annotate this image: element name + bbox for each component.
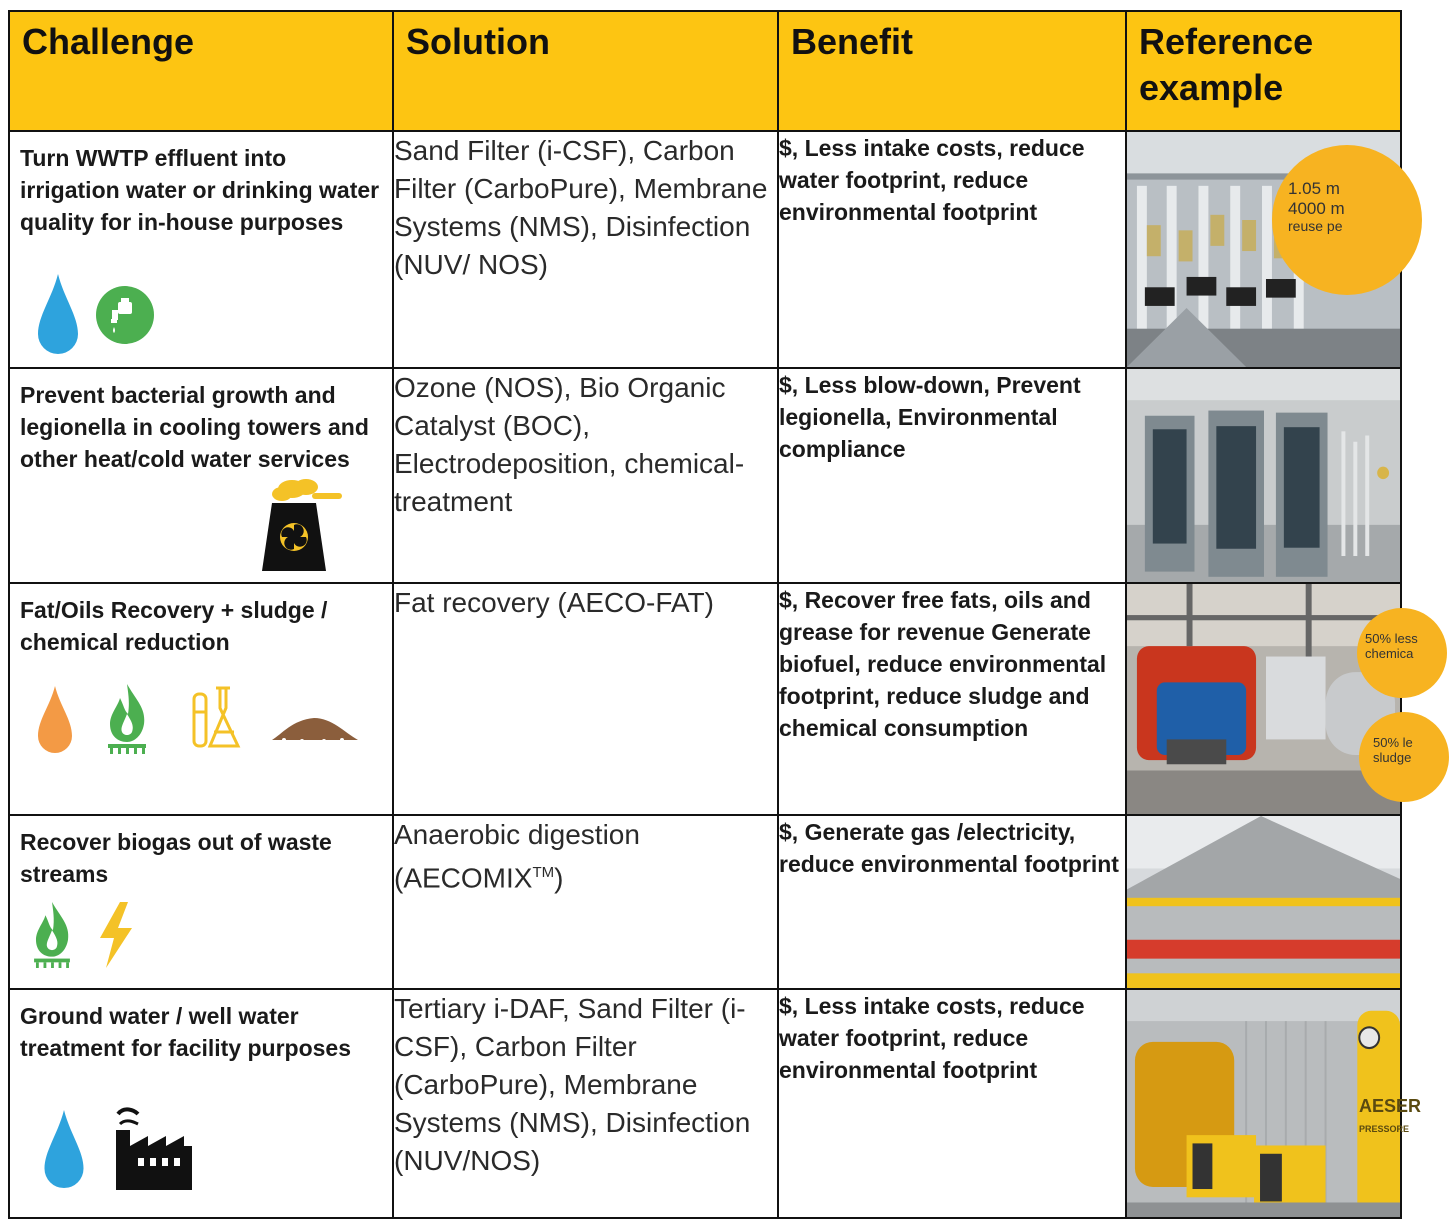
boiler-room-photo xyxy=(1127,584,1400,814)
reference-cell: 1.05 m 4000 m reuse pe xyxy=(1125,130,1422,369)
oil-drop-icon xyxy=(38,686,72,753)
sludge-reduction-badge: 50% le sludge xyxy=(1359,712,1449,802)
benefit-cell: $, Less intake costs, reduce water footp… xyxy=(777,988,1127,1219)
solution-cell: Fat recovery (AECO-FAT) xyxy=(392,582,779,816)
benefit-cell: $, Less intake costs, reduce water footp… xyxy=(777,130,1127,369)
reference-cell: 50% less chemica 50% le sludge xyxy=(1125,582,1449,816)
challenge-text: Turn WWTP effluent into irrigation water… xyxy=(20,145,380,235)
solutions-table: Challenge Solution Benefit Reference exa… xyxy=(8,10,1449,1219)
challenge-cell: Ground water / well water treatment for … xyxy=(8,988,394,1219)
table-row: Recover biogas out of waste streams Anae… xyxy=(8,814,1402,990)
gas-flame-icon xyxy=(34,902,70,968)
compressor-brand-text: AESER PRESSORE xyxy=(1359,1096,1422,1134)
header-reference: Reference example xyxy=(1125,10,1402,132)
header-row: Challenge Solution Benefit Reference exa… xyxy=(8,10,1402,132)
solution-cell: Anaerobic digestion (AECOMIXTM) xyxy=(392,814,779,990)
table-row: Fat/Oils Recovery + sludge / chemical re… xyxy=(8,582,1449,816)
ozone-units-photo xyxy=(1127,369,1400,582)
solution-cell: Tertiary i-DAF, Sand Filter (i-CSF), Car… xyxy=(392,988,779,1219)
water-drop-icon xyxy=(38,274,78,354)
challenge-text: Fat/Oils Recovery + sludge / chemical re… xyxy=(20,597,328,655)
challenge-cell: Recover biogas out of waste streams xyxy=(8,814,394,990)
water-drop-icon xyxy=(44,1110,84,1189)
challenge-text: Ground water / well water treatment for … xyxy=(20,1003,352,1061)
solution-cell: Ozone (NOS), Bio Organic Catalyst (BOC),… xyxy=(392,367,779,584)
digester-tank-photo xyxy=(1127,816,1400,988)
header-challenge: Challenge xyxy=(8,10,394,132)
container-plant-photo xyxy=(1127,990,1400,1217)
table-row: Turn WWTP effluent into irrigation water… xyxy=(8,130,1422,369)
cooling-tower-icon xyxy=(262,479,342,571)
table-row: Prevent bacterial growth and legionella … xyxy=(8,367,1402,584)
challenge-cell: Turn WWTP effluent into irrigation water… xyxy=(8,130,394,369)
benefit-cell: $, Recover free fats, oils and grease fo… xyxy=(777,582,1127,816)
reference-cell xyxy=(1125,367,1402,584)
header-benefit: Benefit xyxy=(777,10,1127,132)
challenge-text: Recover biogas out of waste streams xyxy=(20,829,332,887)
gas-flame-icon xyxy=(108,684,146,754)
stat-badge: 1.05 m 4000 m reuse pe xyxy=(1272,145,1422,295)
table-row: Ground water / well water treatment for … xyxy=(8,988,1421,1219)
sludge-pile-icon xyxy=(272,718,358,743)
benefit-cell: $, Generate gas /electricity, reduce env… xyxy=(777,814,1127,990)
water-tap-icon xyxy=(96,286,154,344)
benefit-cell: $, Less blow-down, Prevent legionella, E… xyxy=(777,367,1127,584)
reference-cell xyxy=(1125,814,1402,990)
header-solution: Solution xyxy=(392,10,779,132)
lab-flask-icon xyxy=(192,686,241,748)
challenge-text: Prevent bacterial growth and legionella … xyxy=(20,382,369,472)
chemical-reduction-badge: 50% less chemica xyxy=(1357,608,1447,698)
lightning-icon xyxy=(100,902,132,968)
challenge-cell: Fat/Oils Recovery + sludge / chemical re… xyxy=(8,582,394,816)
solution-cell: Sand Filter (i-CSF), Carbon Filter (Carb… xyxy=(392,130,779,369)
factory-icon xyxy=(116,1107,192,1190)
challenge-cell: Prevent bacterial growth and legionella … xyxy=(8,367,394,584)
reference-cell: AESER PRESSORE xyxy=(1125,988,1421,1219)
